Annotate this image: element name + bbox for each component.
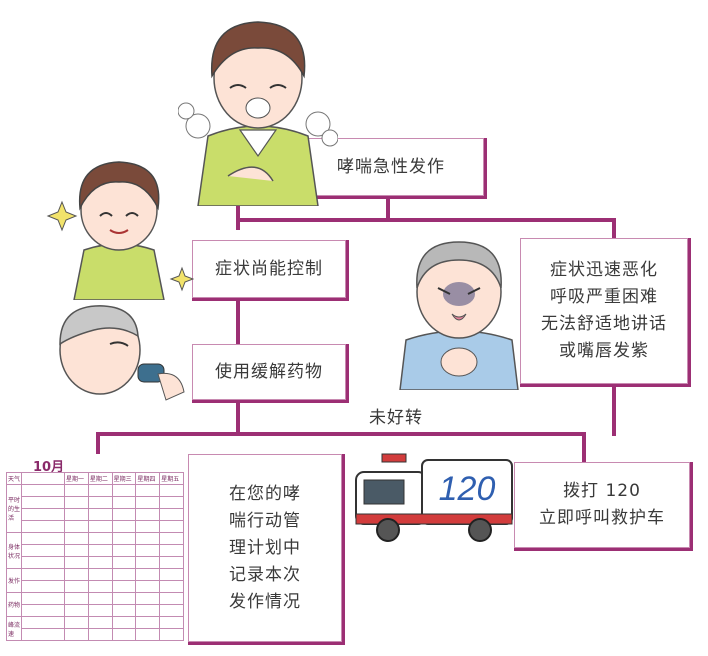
severe-line: 呼吸严重困难 <box>550 287 658 307</box>
severe-box: 症状迅速恶化 呼吸严重困难 无法舒适地讲话 或嘴唇发紫 <box>520 238 691 387</box>
connector <box>386 196 390 222</box>
record-line: 在您的哮 <box>229 483 301 504</box>
connector <box>612 384 616 436</box>
ambulance-number: 120 <box>439 470 496 508</box>
calendar-row-label: 峰流速 <box>5 616 23 641</box>
calendar-weekday: 星期四 <box>135 472 161 485</box>
medication-box: 使用缓解药物 <box>192 344 349 403</box>
controlled-label: 症状尚能控制 <box>215 258 323 279</box>
controlled-box: 症状尚能控制 <box>192 240 349 301</box>
table-row <box>7 580 184 593</box>
connector <box>612 218 616 240</box>
call-text: 拨打 120 立即呼叫救护车 <box>514 462 690 548</box>
table-row: 峰流速 <box>5 616 184 641</box>
table-row: 平时的生活 <box>5 484 184 533</box>
record-line: 发作情况 <box>229 591 301 612</box>
table-row <box>7 604 184 617</box>
panicked-man-illustration <box>178 21 338 206</box>
connector <box>96 432 100 454</box>
calendar-row-label: 药物 <box>5 592 23 617</box>
severe-line: 症状迅速恶化 <box>550 260 658 280</box>
table-row: 天气 星期一 星期二 星期三 星期四 星期五 <box>5 472 184 485</box>
relieved-man-illustration <box>46 161 194 300</box>
call-box: 拨打 120 立即呼叫救护车 <box>514 462 693 551</box>
calendar-row-label: 身体状况 <box>5 532 23 569</box>
table-row <box>7 544 184 557</box>
record-line: 喘行动管 <box>229 510 301 531</box>
connector <box>236 400 240 434</box>
medication-label: 使用缓解药物 <box>215 361 323 382</box>
calendar-month: 10月 <box>33 460 65 475</box>
table-row: 发作 <box>5 568 184 593</box>
distressed-elderly-man-illustration <box>399 241 519 390</box>
connector <box>582 432 586 462</box>
not-better-label: 未好转 <box>356 406 436 430</box>
table-row <box>7 628 184 641</box>
call-line: 立即呼叫救护车 <box>539 508 665 528</box>
calendar-row-label: 天气 <box>5 472 23 485</box>
call-line: 拨打 120 <box>563 481 641 501</box>
table-row <box>7 496 184 509</box>
calendar-weekday: 星期二 <box>87 472 113 485</box>
connector <box>236 298 240 346</box>
calendar-table: 天气 星期一 星期二 星期三 星期四 星期五 平时的生活 身体状况 发作 药物 … <box>5 472 184 641</box>
record-text: 在您的哮 喘行动管 理计划中 记录本次 发作情况 <box>188 454 342 642</box>
record-line: 记录本次 <box>229 564 301 585</box>
connector <box>236 218 616 222</box>
table-row <box>7 556 184 569</box>
action-plan-calendar: 天气 星期一 星期二 星期三 星期四 星期五 平时的生活 身体状况 发作 药物 … <box>5 472 184 641</box>
table-row: 身体状况 <box>5 532 184 569</box>
calendar-weekday: 星期一 <box>64 472 89 485</box>
record-line: 理计划中 <box>229 537 301 558</box>
severe-line: 无法舒适地讲话 <box>541 314 667 334</box>
calendar-weekday: 星期三 <box>111 472 137 485</box>
severe-text: 症状迅速恶化 呼吸严重困难 无法舒适地讲话 或嘴唇发紫 <box>520 238 688 384</box>
table-row <box>7 508 184 521</box>
connector <box>236 196 240 230</box>
severe-line: 或嘴唇发紫 <box>559 341 649 361</box>
calendar-row-label: 发作 <box>5 568 23 593</box>
ambulance-illustration: 120 <box>355 453 513 542</box>
connector <box>96 432 586 436</box>
start-label: 哮喘急性发作 <box>337 156 445 177</box>
record-box: 在您的哮 喘行动管 理计划中 记录本次 发作情况 <box>188 454 345 645</box>
table-row: 药物 <box>5 592 184 617</box>
calendar-weekday: 星期五 <box>159 472 184 485</box>
table-row <box>7 520 184 533</box>
calendar-row-label: 平时的生活 <box>5 484 23 533</box>
inhaler-use-illustration <box>59 305 185 401</box>
